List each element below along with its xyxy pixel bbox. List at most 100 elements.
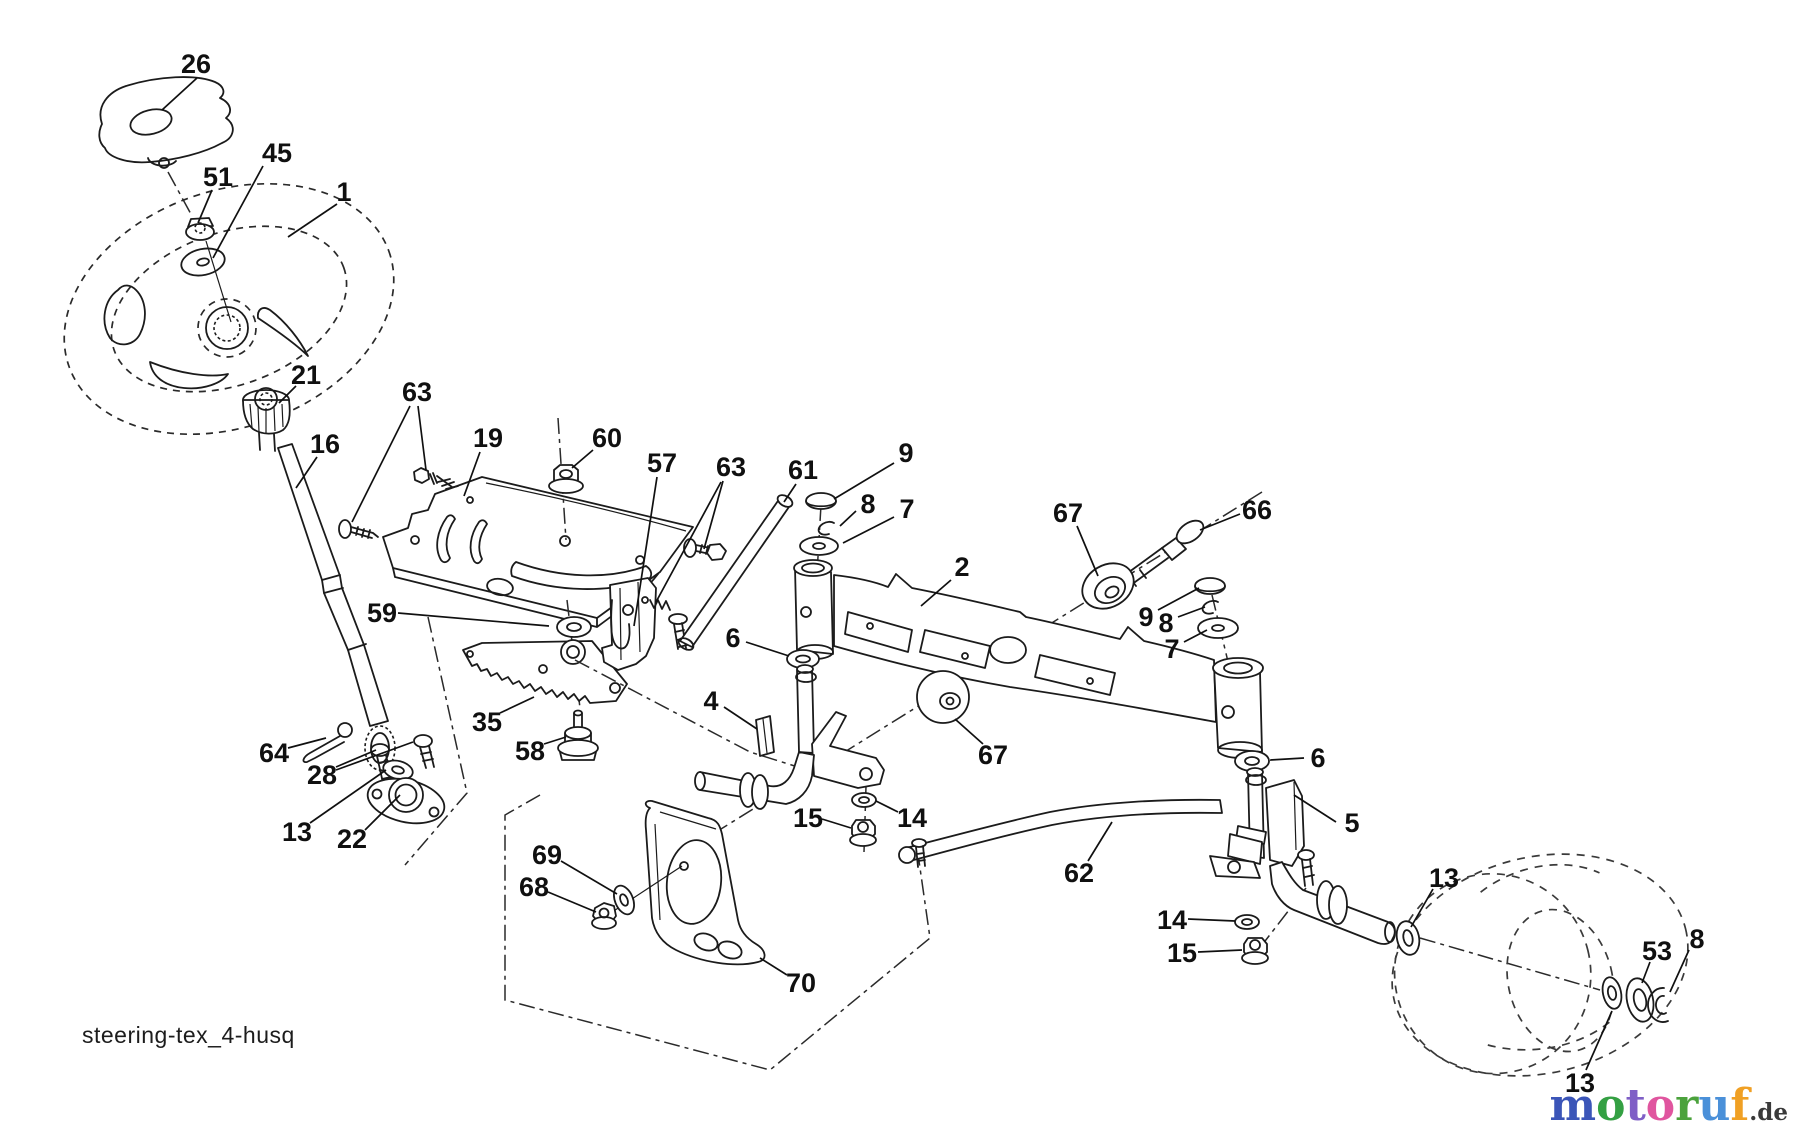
tie-rod-bolt	[911, 838, 927, 848]
callout-leader-13	[309, 769, 387, 824]
callout-leader-21	[278, 385, 297, 404]
callout-leader-63	[655, 481, 722, 603]
callout-leader-13	[1410, 888, 1434, 928]
callout-leader-64	[287, 737, 327, 749]
callout-leader-14	[1187, 918, 1236, 922]
callout-leader-66	[1199, 513, 1241, 531]
axle-pocket	[919, 629, 991, 669]
bolt-28-head	[413, 734, 433, 748]
callout-label-4: 4	[703, 686, 718, 716]
callout-label-14: 14	[897, 803, 927, 833]
callout-label-1: 1	[336, 177, 351, 207]
callout-label-69: 69	[532, 840, 562, 870]
watermark-letter: f	[1730, 1080, 1750, 1131]
callout-label-67: 67	[1053, 498, 1083, 528]
watermark-logo: motoruf.de	[1550, 1084, 1788, 1128]
callout-label-5: 5	[1344, 808, 1359, 838]
axle-bracket-70	[644, 800, 766, 966]
spindle-right-5	[1209, 767, 1396, 945]
callout-label-13: 13	[282, 817, 312, 847]
spindle-left-axle	[699, 751, 815, 805]
kingpin-right-hardware	[1194, 577, 1270, 772]
callout-label-7: 7	[899, 494, 914, 524]
washer-53	[1625, 977, 1655, 1023]
callout-label-6: 6	[1310, 743, 1325, 773]
callout-leader-8	[839, 510, 857, 527]
fastener-14-15-left	[849, 792, 877, 847]
spindle-left-arm	[811, 711, 885, 789]
washer-13	[1601, 976, 1623, 1010]
callout-leader-9	[833, 462, 895, 500]
callout-label-8: 8	[860, 489, 875, 519]
callout-leader-28	[335, 741, 414, 771]
callout-leader-63	[351, 405, 411, 523]
washer-14	[851, 792, 877, 808]
watermark-letter: o	[1645, 1080, 1676, 1131]
callout-label-21: 21	[291, 360, 321, 390]
callout-label-59: 59	[367, 598, 397, 628]
callout-leader-5	[1293, 794, 1337, 823]
callout-leader-69	[560, 860, 618, 895]
washer-69	[613, 884, 635, 916]
wheel-spoke-opening	[149, 361, 229, 390]
callout-leader-7	[842, 516, 895, 544]
callout-label-6: 6	[725, 623, 740, 653]
callout-leader-22	[364, 794, 401, 831]
callout-label-26: 26	[181, 49, 211, 79]
plate-slot	[436, 514, 456, 564]
callout-label-16: 16	[310, 429, 340, 459]
callout-leader-53	[1641, 961, 1651, 984]
callout-leader-15	[1197, 949, 1243, 953]
wheel-fastener-stack	[167, 171, 232, 323]
callout-leader-70	[759, 957, 788, 976]
shoulder-bolt-58	[557, 709, 599, 761]
watermark-main: motoruf	[1550, 1080, 1750, 1131]
axle-pocket	[1034, 654, 1116, 696]
callout-leader-35	[499, 696, 535, 714]
clip-8	[1201, 599, 1219, 615]
axle-right-boss	[1213, 665, 1263, 753]
callout-leader-51	[197, 189, 213, 224]
watermark-letter: u	[1698, 1080, 1731, 1131]
plate-arc-slot	[510, 561, 653, 590]
watermark-letter: r	[1675, 1080, 1699, 1131]
diagram-filename: steering-tex_4-husq	[82, 1022, 295, 1048]
callout-leader-60	[571, 449, 594, 469]
watermark-letter: o	[1596, 1080, 1626, 1131]
callout-leader-6	[1269, 757, 1305, 761]
callout-label-2: 2	[954, 552, 969, 582]
callout-label-13: 13	[1429, 863, 1459, 893]
callout-leader-57	[633, 476, 658, 627]
callout-leader-1	[287, 203, 338, 238]
axle-pivot-hole	[989, 636, 1027, 664]
callout-label-53: 53	[1642, 936, 1672, 966]
spindle-right-arm	[1209, 855, 1261, 879]
callout-label-45: 45	[262, 138, 292, 168]
callout-label-57: 57	[647, 448, 677, 478]
callout-label-61: 61	[788, 455, 818, 485]
bushing-67-lower	[916, 670, 970, 724]
callout-label-63: 63	[402, 377, 432, 407]
cap-clip-nub	[158, 157, 170, 169]
callout-label-19: 19	[473, 423, 503, 453]
callout-leader-58	[543, 736, 567, 745]
callout-label-35: 35	[472, 707, 502, 737]
plate-slot	[469, 519, 488, 565]
callout-label-15: 15	[1167, 938, 1197, 968]
callout-label-63: 63	[716, 452, 746, 482]
washer-7	[1197, 617, 1239, 639]
callout-leader-4	[723, 706, 758, 730]
callout-label-9: 9	[1138, 602, 1153, 632]
steering-wheel-cap	[98, 76, 234, 169]
bushing-67-upper	[1081, 562, 1135, 610]
callout-leader-62	[1087, 821, 1113, 862]
kingpin-left-hardware	[786, 492, 839, 669]
steering-boss-21	[242, 387, 291, 452]
flange-bearing-group	[366, 734, 446, 825]
washer-14	[1234, 914, 1260, 930]
screw-63-upper	[413, 467, 459, 490]
bolt-63-right	[683, 538, 727, 561]
wheel-hub	[205, 306, 249, 350]
